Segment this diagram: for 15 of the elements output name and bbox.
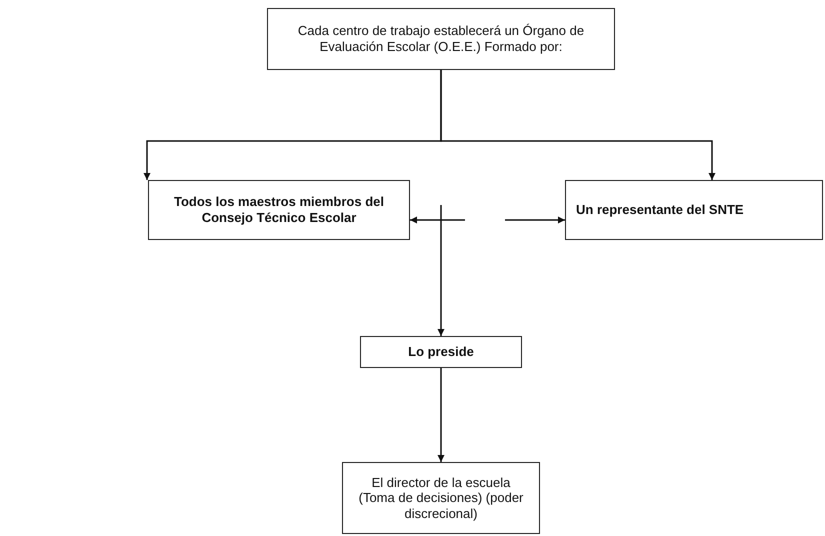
arrow: [410, 216, 465, 224]
text-box: [342, 462, 540, 534]
arrow: [438, 205, 444, 336]
text-box: [148, 180, 410, 240]
box-text: Lo preside: [408, 344, 474, 360]
text-box: [360, 336, 522, 368]
text-box: [267, 8, 615, 70]
arrow: [440, 70, 716, 180]
box-text: Cada centro de trabajo establecerá un Órgano de Evaluación Escolar (O.E.E.) Formado por:: [296, 23, 586, 55]
text-box: [565, 180, 823, 240]
box-text: Un representante del SNTE: [576, 202, 744, 218]
box-text: Todos los maestros miembros del Consejo Técnico Escolar: [173, 194, 385, 226]
box-text: El director de la escuela (Toma de decisiones) (poder discrecional): [358, 474, 524, 522]
arrow: [505, 216, 565, 224]
arrow: [438, 368, 444, 462]
